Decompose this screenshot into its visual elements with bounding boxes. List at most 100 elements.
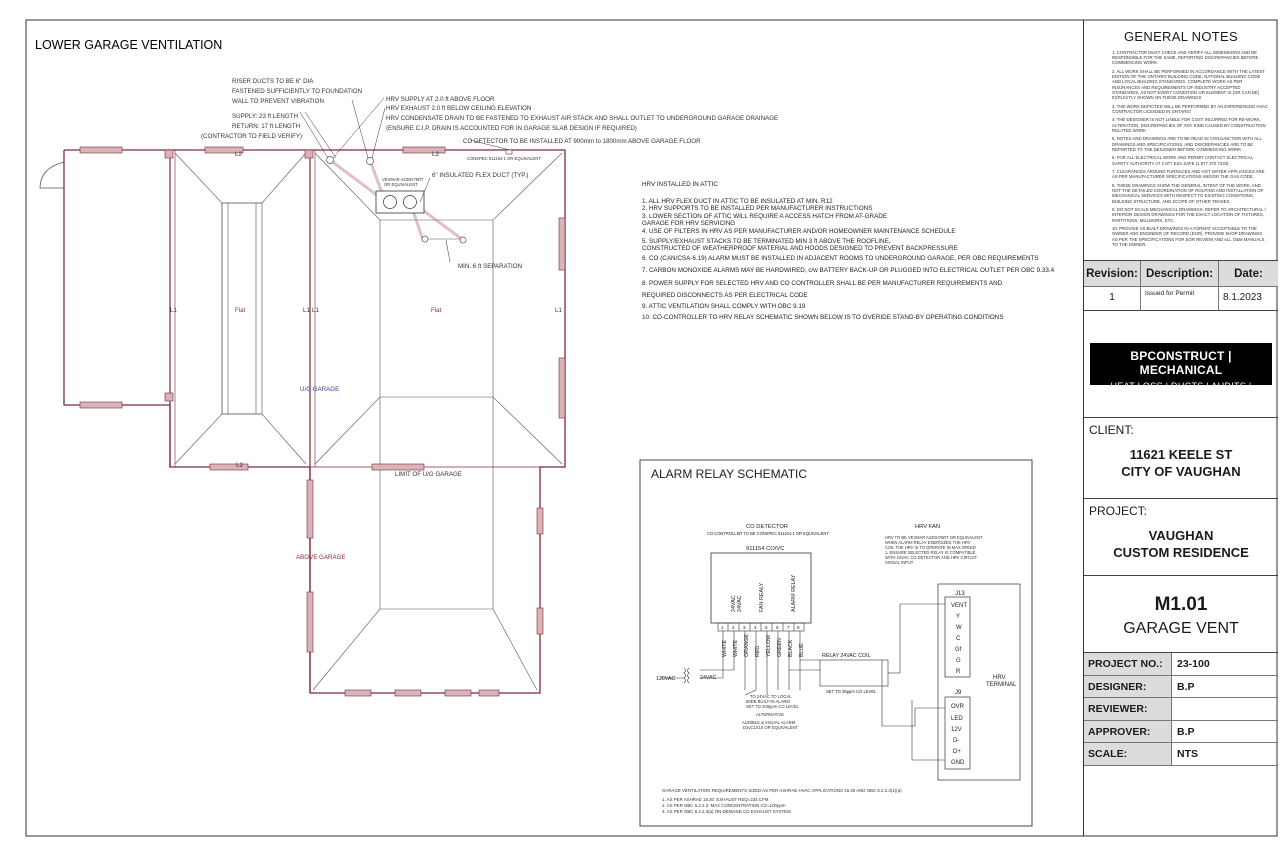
general-note-3: 3. THE WORK DEPICTED WILL BE PERFORMED B… [1112,103,1268,114]
logo-line-1: BPCONSTRUCT | MECHANICAL [1130,349,1232,377]
audible-1: AUDIBLE & VISUAL ALARM [742,720,796,725]
general-note-2: 2. ALL WORK SHALL BE PERFORMED IN ACCORD… [1112,69,1265,101]
label-limit: LIMIT OF U/G GARAGE [395,471,462,478]
alarm-notes: TO 24VAC TO LOCAL 80DB BUILT-IN ALARM SE… [742,694,800,730]
co-num-6: 6 [776,625,779,630]
attic-note-3b: GARAGE FOR HRV SERVICING [642,220,735,227]
revision-date: 8.1.2023 [1223,292,1262,303]
sheet-number: M1.01 [1154,594,1208,615]
co-num-8: 8 [797,625,800,630]
label-l1-b: L1 [303,307,310,314]
scale-value: NTS [1177,748,1198,761]
hrv-note-2: WHEN ALARM RELAY ENERGIZES THE HRV [885,540,971,545]
project-no-value: 23-100 [1177,658,1210,670]
callout-conspec: CONSPEC 911154-1 OR EQUIVALENT [467,156,541,161]
attic-note-3: 3. LOWER SECTION OF ATTIC WILL REQUIRE A… [642,213,887,220]
j9-dplus: D+ [953,749,961,755]
hrv-fan-notes: HRV TO BE VEVMAR A230H75RT OR EQUIVALENT… [885,535,983,565]
description-header: Description: [1141,261,1219,287]
j9-12v: 12V [951,727,962,733]
roof-lines-left [174,152,307,465]
label-l2-bottom: L2 [236,462,243,469]
co-term-alarm: ALARM RELAY [791,574,797,612]
j13-label: J13 [955,591,965,597]
client-label: CLIENT: [1089,423,1134,437]
attic-note-9: 9. ATTIC VENTILATION SHALL COMPLY WITH O… [642,303,806,310]
wire-3: ORANGE [744,634,750,657]
reviewer-row: REVIEWER: [1084,698,1278,721]
client-line-1: 11621 KEELE ST [1129,447,1233,462]
designer-label: DESIGNER: [1084,675,1172,698]
approver-label: APPROVER: [1084,720,1172,743]
callout-return: RETURN: 17 ft LENGTH [232,123,300,130]
bay-window [39,161,65,189]
wire-7: BLACK [788,639,794,657]
project-info: PROJECT NO.: 23-100 DESIGNER: B.P REVIEW… [1084,653,1278,767]
relay-set: SET TO 35ppm CO LEVEL [826,689,877,694]
j13-block [944,596,971,678]
hrv-terminal-box [937,583,1021,781]
date-header: Date: [1219,261,1278,287]
co-terminal-strip [717,622,805,632]
hrv-note-5: WITH 24VAC CO DETECTOR AND HRV CIRCUIT [885,555,978,560]
j13-y: Y [956,614,960,620]
co-num-1: 1 [721,625,724,630]
general-note-1: 1. CONTRACTOR MUST CHECK AND VERIFY ALL … [1112,50,1259,66]
j13-c: C [956,636,961,642]
co-detector-title: CO DETECTOR [746,524,788,530]
label-above-garage: ABOVE GARAGE [296,554,346,561]
co-term-fan: FAN REALY [759,582,765,612]
j13-vent: VENT [951,603,967,609]
label-120vac: 120VAC [656,676,676,682]
co-terminal-numbers: 1 2 3 4 5 6 7 8 [721,625,800,630]
hrv-note-3: COIL THE HRV IS TO OPERATE IN MAX SPEED [885,545,976,550]
approver-value: B.P [1177,725,1195,738]
project-line-1: VAUGHAN [1148,528,1214,543]
plan-labels: L2 L2 L2 L1 L1 L1 L1 Flat Flat U/G GARAG… [170,151,562,561]
sheet-number-section: M1.01 GARAGE VENT [1084,576,1278,653]
hrv-fan-2 [403,195,417,209]
label-flat-right: Flat [431,307,442,314]
hrv-fan-1 [383,195,397,209]
logo-section [1084,311,1278,418]
attic-note-6: 6. CO (CAN/CSA-6.19) ALARM MUST BE INSTA… [642,255,1039,262]
wire-5: YELLOW [766,635,772,657]
to-local-1: TO 24VAC TO LOCAL [750,694,792,699]
client-line-2: CITY OF VAUGHAN [1121,464,1241,479]
footer-2: 2. AS PER OBC 6.2.2.3: MAX CONCENTRATION… [662,803,786,808]
general-note-9: 9. DO NOT SCALE MECHANICAL DRAWINGS. REF… [1112,207,1266,223]
general-notes-list: 1. CONTRACTOR MUST CHECK AND VERIFY ALL … [1112,50,1268,247]
j9-ovr: OVR [951,704,965,710]
footer-3: 3. AS PER OBC 6.2.2.3(a) ON-DEMAND CO EX… [662,809,791,814]
attic-note-1: 1. ALL HRV FLEX DUCT IN ATTIC TO BE INSU… [642,198,833,205]
wire-6: GREEN [777,638,783,657]
co-num-4: 4 [754,625,757,630]
project-label: PROJECT: [1089,504,1148,518]
j13-r: R [956,669,961,675]
scale-row: SCALE: NTS [1084,743,1278,766]
hrv-note-1: HRV TO BE VEVMAR A230H75RT OR EQUIVALENT [885,535,983,540]
callout-hrv-supply: HRV SUPPLY AT 2.0 ft ABOVE FLOOR [386,96,495,103]
attic-note-8: 8. POWER SUPPLY FOR SELECTED HRV AND CO … [642,280,1003,287]
general-notes: GENERAL NOTES 1. CONTRACTOR MUST CHECK A… [1084,20,1278,261]
j13-g: G [956,658,961,664]
general-note-10: 10. PROVIDE AS-BUILT DRAWINGS IN A FORMA… [1112,226,1265,247]
attic-notes-title: HRV INSTALLED IN ATTIC [642,181,718,188]
client-section: CLIENT: 11621 KEELE ST CITY OF VAUGHAN [1084,418,1278,499]
garage-plan [39,97,566,697]
label-l2-top-left: L2 [235,151,242,158]
footer-title: GARAGE VENTILATION REQUIREMENTS SIZED AS… [662,788,902,793]
revision-header: Revision: [1084,261,1141,287]
co-term-1: 24VAC [731,595,737,612]
label-ug-garage: U/G GARAGE [300,386,339,393]
approver-row: APPROVER: B.P [1084,720,1278,744]
company-logo: BPCONSTRUCT | MECHANICAL HEAT LOSS | DUC… [1090,343,1272,401]
grilles [326,149,513,244]
sheet-title: LOWER GARAGE VENTILATION [35,38,222,52]
callout-condensate: HRV CONDENSATE DRAIN TO BE FASTENED TO E… [386,115,778,122]
wire-labels: WHITE WHITE ORANGE RED YELLOW GREEN BLAC… [656,634,877,694]
callout-supply: SUPPLY: 23 ft LENGTH [232,113,298,120]
project-line-2: CUSTOM RESIDENCE [1113,545,1249,560]
j9-gnd: GND [951,760,965,766]
